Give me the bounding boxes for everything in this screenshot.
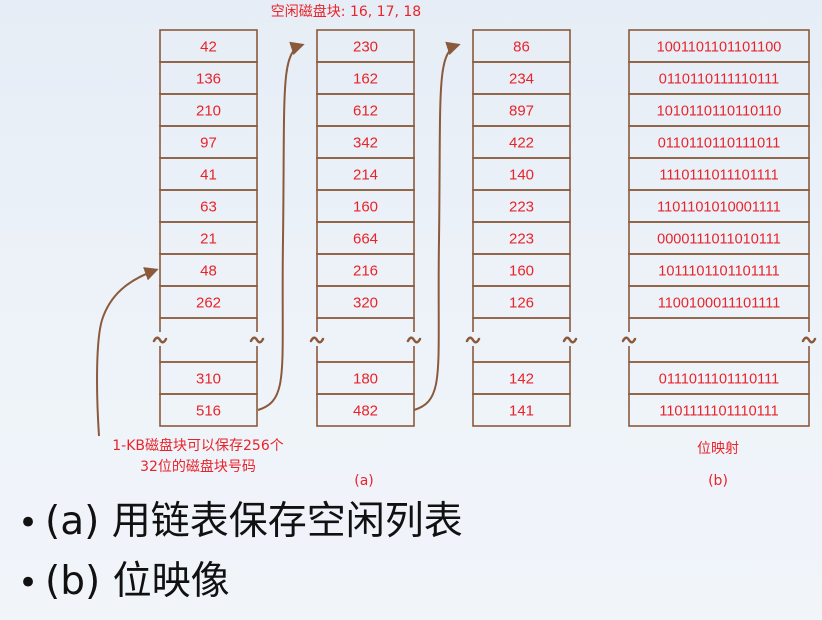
block-c-cell: 126 <box>509 295 534 312</box>
bitmap-cell: 1010110110110110 <box>657 104 782 120</box>
block-a-cell: 262 <box>196 295 221 312</box>
bitmap-cell: 1110111011101111 <box>659 168 778 184</box>
block-a-cell: 21 <box>200 231 217 248</box>
bitmap-label: 位映射 <box>697 441 739 457</box>
block-a-cell: 136 <box>196 71 221 88</box>
break-squiggle <box>562 336 578 344</box>
block-c-cell: 86 <box>513 39 530 56</box>
bullet-text-b: (b) 位映像 <box>45 559 230 604</box>
block-a-cell: 42 <box>200 39 217 56</box>
bullet-dot: • <box>18 563 39 603</box>
break-squiggle <box>249 336 265 344</box>
block-b-cell: 664 <box>353 231 378 248</box>
break-squiggle <box>801 336 817 344</box>
block-a-cell: 97 <box>200 135 217 152</box>
break-squiggle <box>465 336 481 344</box>
link-arrow-1 <box>257 41 305 411</box>
note-line-2: 32位的磁盘块号码 <box>140 458 256 475</box>
break-squiggle <box>309 336 325 344</box>
block-c-cell: 897 <box>509 103 534 120</box>
block-a-cell: 63 <box>200 199 217 216</box>
bitmap-cell: 1011101101101111 <box>658 264 780 280</box>
block-b-cell: 162 <box>353 71 378 88</box>
block-c-table: 86 234 897 422 140 223 223 160 126 142 141 <box>472 29 571 427</box>
bullet-list: •(a) 用链表保存空闲列表 •(b) 位映像 <box>18 492 463 612</box>
block-a-row <box>159 393 258 427</box>
block-b-table: 230 162 612 342 214 160 664 216 320 180 482 <box>316 29 415 427</box>
free-space-diagram: 空闲磁盘块: 16, 17, 18 42 136 210 97 41 63 21 48 262 3… <box>96 3 817 489</box>
bitmap-cell: 0111011101110111 <box>659 372 779 388</box>
block-b-cell: 342 <box>353 135 378 152</box>
block-c-cell: 234 <box>509 71 534 88</box>
block-c-cell: 223 <box>509 231 534 248</box>
bitmap-table: 1001101101101100 0110110111110111 10101101… <box>628 29 810 427</box>
bullet-item-a: •(a) 用链表保存空闲列表 <box>18 492 463 552</box>
break-squiggle <box>621 336 637 344</box>
bitmap-cell: 1001101101101100 <box>657 40 782 56</box>
block-b-cell: 160 <box>353 199 378 216</box>
bullet-dot: • <box>18 503 39 543</box>
block-b-cell: 612 <box>353 103 378 120</box>
block-c-cell: 142 <box>509 371 534 388</box>
link-arrow-2 <box>413 41 461 411</box>
caption-a: (a) <box>354 473 374 489</box>
bitmap-cell: 1101101010001111 <box>657 200 781 216</box>
bitmap-cell: 0000111011010111 <box>657 232 781 248</box>
block-a-cell: 48 <box>200 263 217 280</box>
block-c-row <box>472 393 571 427</box>
block-b-cell: 320 <box>353 295 378 312</box>
block-a-cell: 516 <box>196 403 221 420</box>
bullet-item-b: •(b) 位映像 <box>18 552 463 612</box>
free-blocks-label: 空闲磁盘块: 16, 17, 18 <box>271 3 421 20</box>
block-b-cell: 216 <box>353 263 378 280</box>
bitmap-cell: 1100100011101111 <box>658 296 781 312</box>
block-c-cell: 422 <box>509 135 534 152</box>
bitmap-row <box>628 393 810 427</box>
bitmap-cell: 1101111101110111 <box>659 404 778 420</box>
bitmap-cell: 0110110110111011 <box>658 136 781 152</box>
break-squiggle <box>152 336 168 344</box>
note-line-1: 1-KB磁盘块可以保存256个 <box>112 437 283 454</box>
bitmap-cell: 0110110111110111 <box>659 72 779 88</box>
annotation-arrow <box>96 267 159 437</box>
block-b-cell: 214 <box>353 167 378 184</box>
block-b-cell: 180 <box>353 371 378 388</box>
block-c-cell: 141 <box>509 403 534 420</box>
block-b-cell: 482 <box>353 403 378 420</box>
block-c-cell: 160 <box>509 263 534 280</box>
break-squiggle <box>406 336 422 344</box>
block-a-cell: 310 <box>196 371 221 388</box>
block-a-cell: 41 <box>200 167 217 184</box>
block-c-cell: 223 <box>509 199 534 216</box>
block-b-cell: 230 <box>353 39 378 56</box>
block-c-cell: 140 <box>509 167 534 184</box>
caption-b: (b) <box>708 473 728 489</box>
bullet-text-a: (a) 用链表保存空闲列表 <box>45 499 463 544</box>
block-a-table: 42 136 210 97 41 63 21 48 262 310 516 <box>159 29 258 427</box>
block-a-cell: 210 <box>196 103 221 120</box>
